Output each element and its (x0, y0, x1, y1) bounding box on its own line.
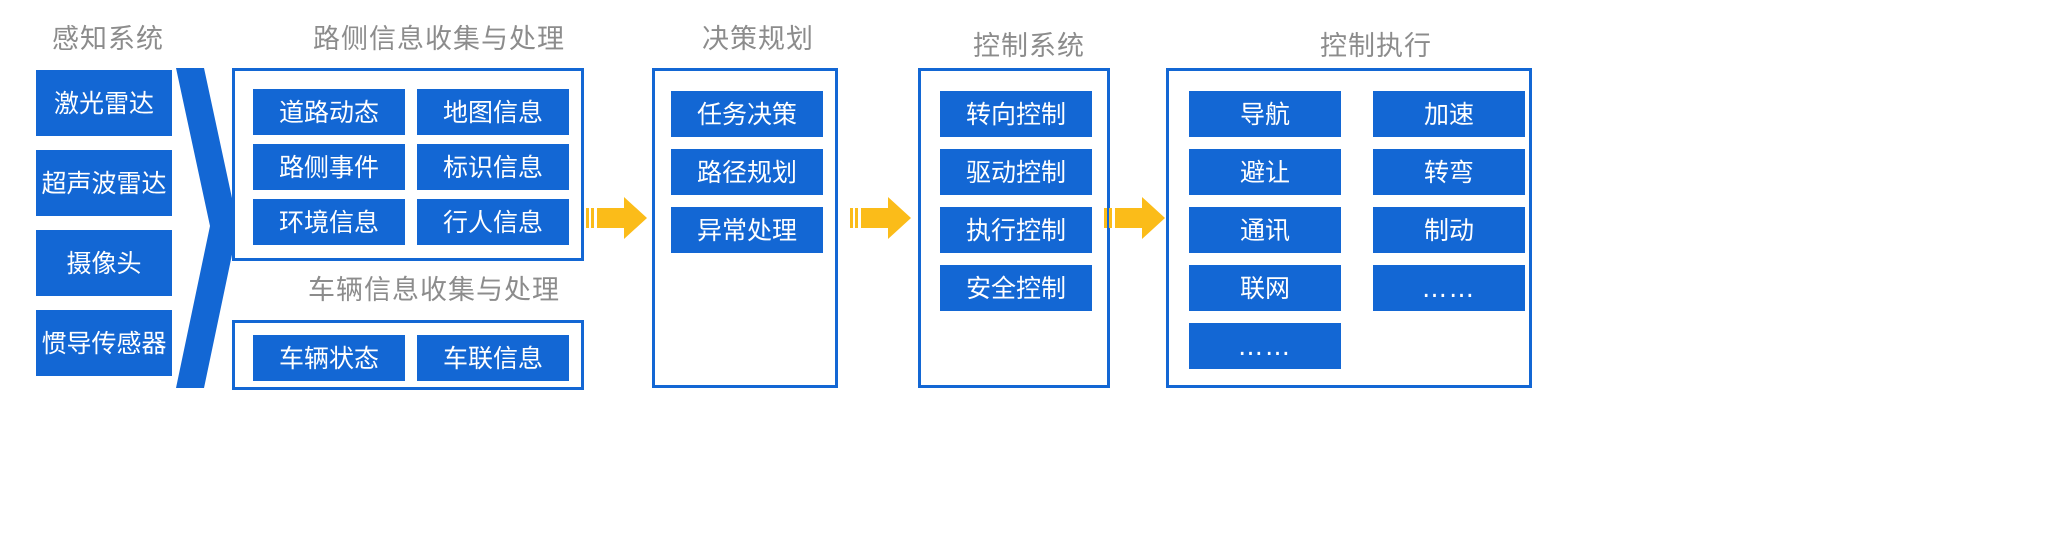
decision-group-box: 任务决策 路径规划 异常处理 (652, 68, 838, 388)
decision-chip-exception-handling[interactable]: 异常处理 (671, 207, 823, 253)
sensor-chip-imu[interactable]: 惯导传感器 (36, 310, 172, 376)
control-chip-drive[interactable]: 驱动控制 (940, 149, 1092, 195)
section-title-roadside: 路侧信息收集与处理 (313, 24, 565, 55)
execution-chip-columns: 导航 避让 通讯 联网 …… 加速 转弯 制动 …… (1189, 91, 1525, 381)
vehicle-chip-vehicle-state[interactable]: 车辆状态 (253, 335, 405, 381)
vehicle-chip-v2x-info[interactable]: 车联信息 (417, 335, 569, 381)
roadside-chip-sign-info[interactable]: 标识信息 (417, 144, 569, 190)
section-title-execution: 控制执行 (1320, 31, 1432, 62)
decision-chip-task-decision[interactable]: 任务决策 (671, 91, 823, 137)
roadside-chip-pedestrian[interactable]: 行人信息 (417, 199, 569, 245)
section-title-decision: 决策规划 (702, 24, 814, 55)
chevron-right-large-icon (176, 68, 238, 388)
section-title-control: 控制系统 (973, 31, 1085, 62)
decision-chip-path-planning[interactable]: 路径规划 (671, 149, 823, 195)
roadside-chip-road-dynamics[interactable]: 道路动态 (253, 89, 405, 135)
section-title-vehicle: 车辆信息收集与处理 (308, 275, 560, 306)
control-chip-safety[interactable]: 安全控制 (940, 265, 1092, 311)
arrow-right-icon-3 (1104, 195, 1166, 241)
vehicle-chip-grid: 车辆状态 车联信息 (253, 335, 569, 381)
arrow-right-icon-2 (850, 195, 912, 241)
execution-chip-navigation[interactable]: 导航 (1189, 91, 1341, 137)
control-chip-stack: 转向控制 驱动控制 执行控制 安全控制 (940, 91, 1092, 323)
execution-chip-networking[interactable]: 联网 (1189, 265, 1341, 311)
execution-chip-avoidance[interactable]: 避让 (1189, 149, 1341, 195)
sensor-chip-ultrasonic[interactable]: 超声波雷达 (36, 150, 172, 216)
control-chip-actuation[interactable]: 执行控制 (940, 207, 1092, 253)
sensor-chip-lidar[interactable]: 激光雷达 (36, 70, 172, 136)
execution-chip-accelerate[interactable]: 加速 (1373, 91, 1525, 137)
section-title-perception: 感知系统 (52, 24, 164, 55)
roadside-group-box: 道路动态 地图信息 路侧事件 标识信息 环境信息 行人信息 (232, 68, 584, 261)
arrow-right-icon-1 (586, 195, 648, 241)
roadside-chip-roadside-event[interactable]: 路侧事件 (253, 144, 405, 190)
vehicle-group-box: 车辆状态 车联信息 (232, 320, 584, 390)
execution-chip-brake[interactable]: 制动 (1373, 207, 1525, 253)
control-group-box: 转向控制 驱动控制 执行控制 安全控制 (918, 68, 1110, 388)
execution-group-box: 导航 避让 通讯 联网 …… 加速 转弯 制动 …… (1166, 68, 1532, 388)
execution-chip-more-left[interactable]: …… (1189, 323, 1341, 369)
roadside-chip-grid: 道路动态 地图信息 路侧事件 标识信息 环境信息 行人信息 (253, 89, 569, 245)
execution-chip-communication[interactable]: 通讯 (1189, 207, 1341, 253)
control-chip-steering[interactable]: 转向控制 (940, 91, 1092, 137)
execution-right-subcolumn: 加速 转弯 制动 …… (1373, 91, 1525, 381)
execution-chip-turn[interactable]: 转弯 (1373, 149, 1525, 195)
execution-left-subcolumn: 导航 避让 通讯 联网 …… (1189, 91, 1341, 381)
decision-chip-stack: 任务决策 路径规划 异常处理 (671, 91, 823, 265)
perception-sensor-list: 激光雷达 超声波雷达 摄像头 惯导传感器 (36, 70, 172, 376)
sensor-chip-camera[interactable]: 摄像头 (36, 230, 172, 296)
roadside-chip-environment[interactable]: 环境信息 (253, 199, 405, 245)
roadside-chip-map-info[interactable]: 地图信息 (417, 89, 569, 135)
execution-chip-more-right[interactable]: …… (1373, 265, 1525, 311)
